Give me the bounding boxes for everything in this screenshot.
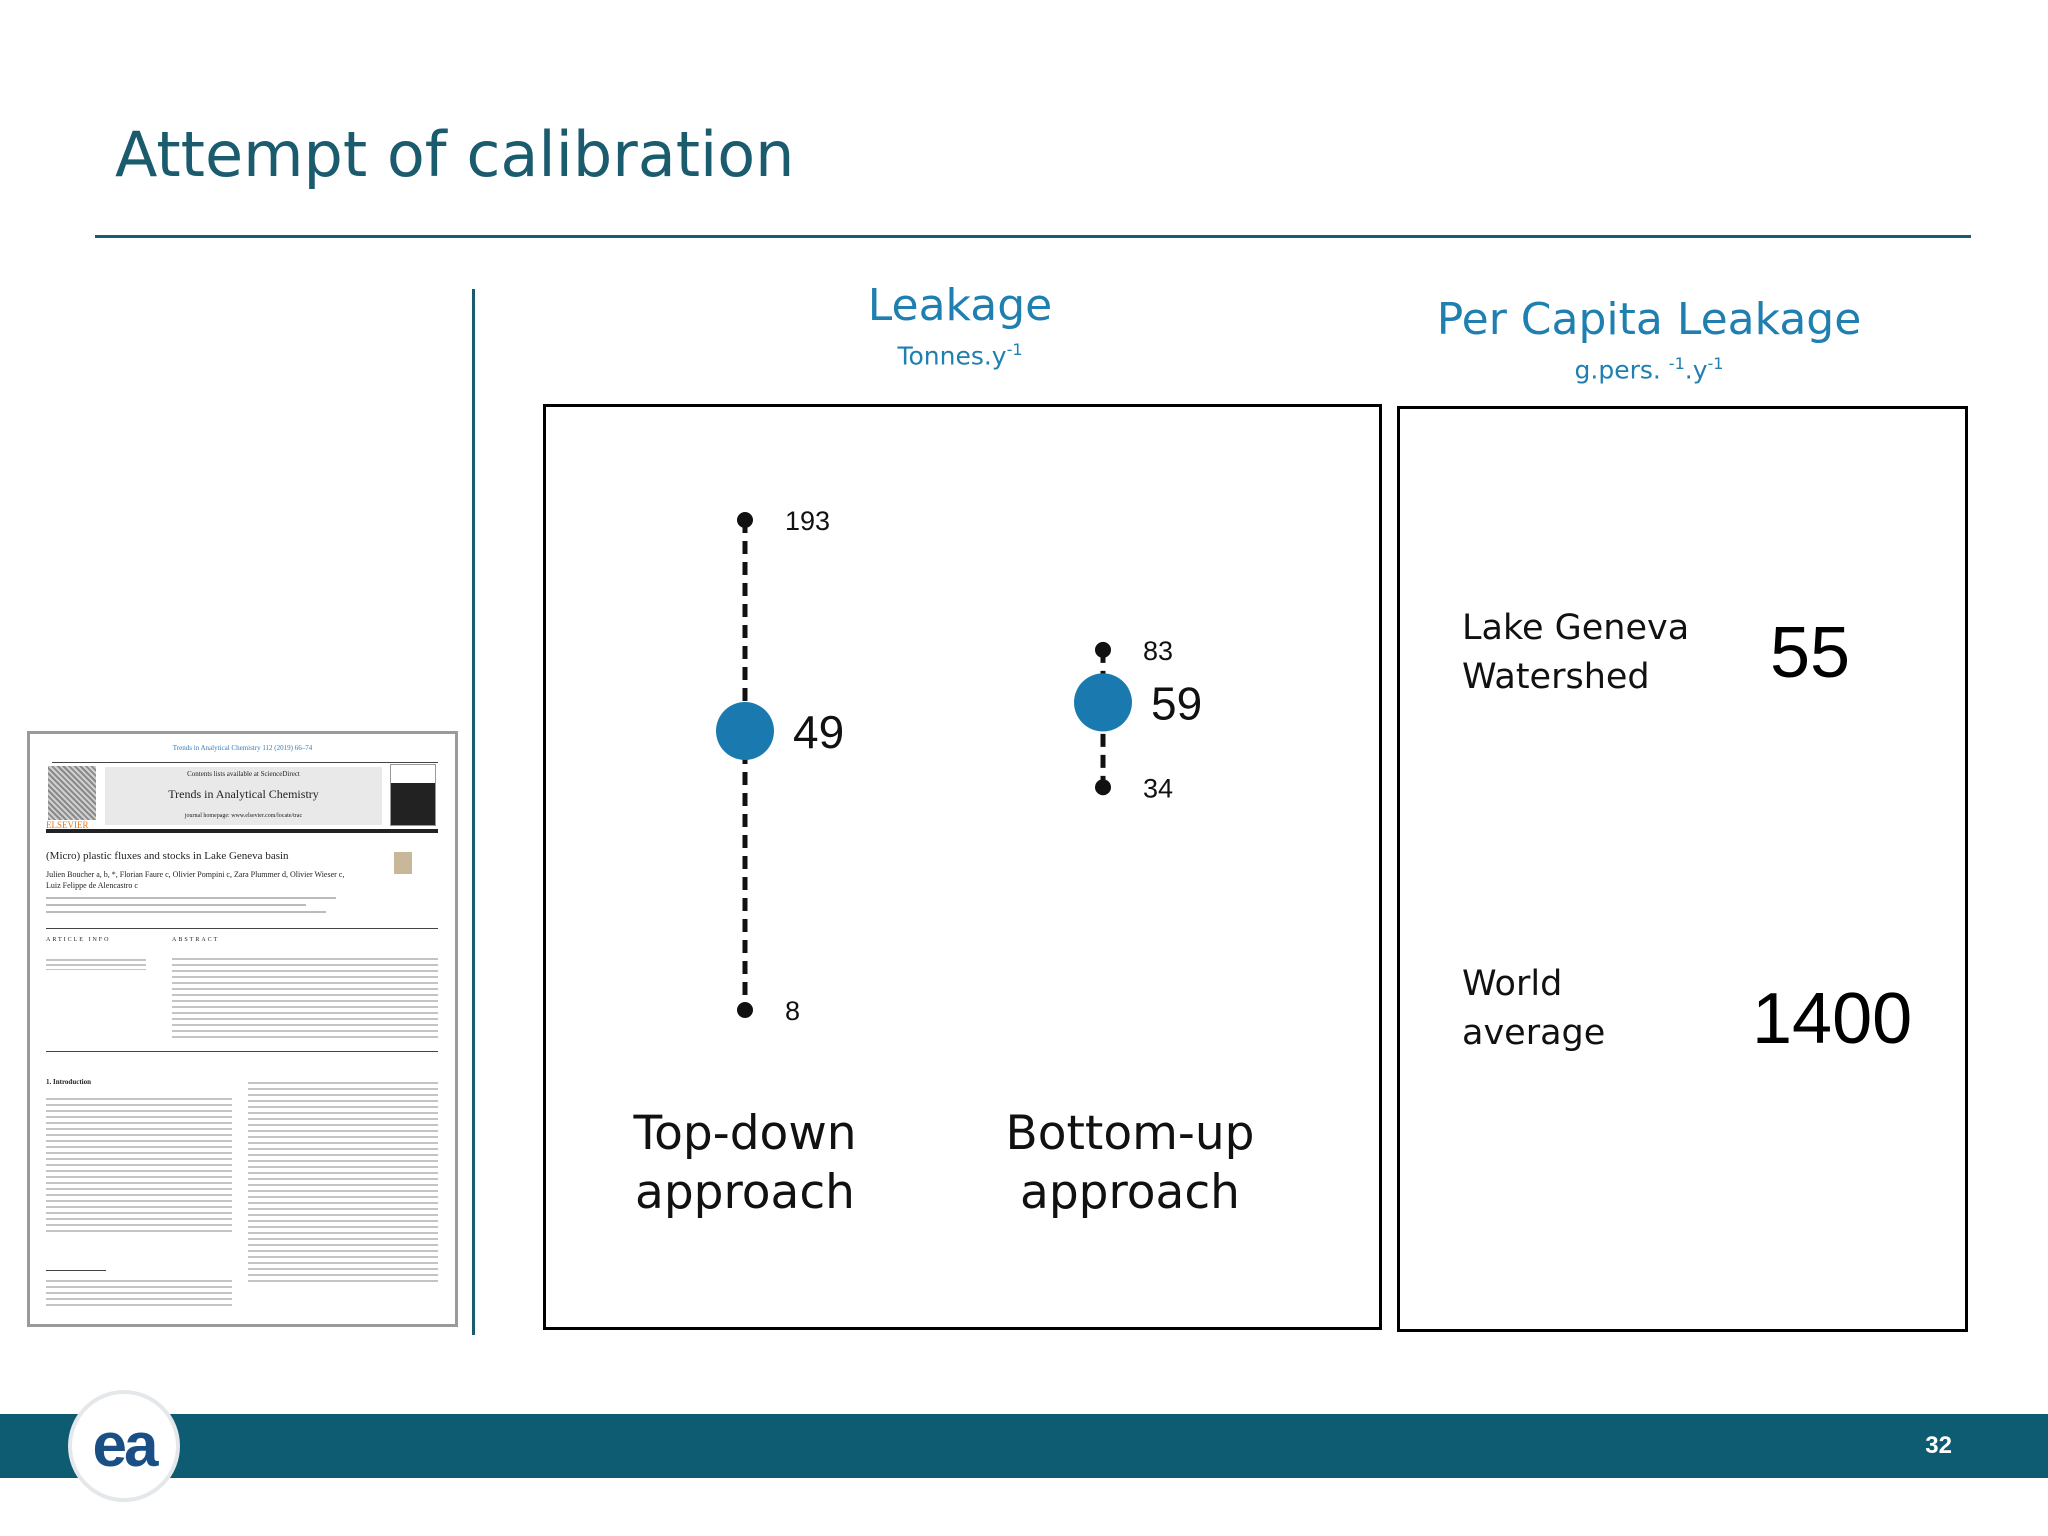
paper-column-right bbox=[248, 1078, 438, 1284]
paper-rule bbox=[46, 1051, 438, 1052]
per-capita-unit-base: g.pers. bbox=[1574, 355, 1669, 385]
paper-contents-line: Contents lists available at ScienceDirec… bbox=[187, 770, 300, 778]
page-number: 32 bbox=[1925, 1432, 1952, 1459]
per-capita-header: Per Capita Leakage g.pers. -1.y-1 bbox=[1397, 294, 1901, 385]
paper-text-line bbox=[46, 911, 326, 913]
paper-article-title: (Micro) plastic fluxes and stocks in Lak… bbox=[46, 850, 289, 862]
paper-article-info: ARTICLE INFO bbox=[46, 937, 111, 943]
ea-logo: ea bbox=[68, 1390, 180, 1502]
paper-footnote-rule bbox=[46, 1270, 106, 1271]
title-divider bbox=[95, 235, 1971, 238]
paper-authors-line2: Luiz Felippe de Alencastro c bbox=[46, 881, 138, 890]
slide-title: Attempt of calibration bbox=[115, 118, 795, 191]
series-1-central-label: 49 bbox=[793, 706, 844, 758]
paper-text-line bbox=[46, 897, 336, 899]
per-capita-unit-sup1: -1 bbox=[1668, 354, 1685, 374]
per-capita-unit-sup2: -1 bbox=[1707, 354, 1724, 374]
paper-journal-name: Trends in Analytical Chemistry bbox=[168, 787, 319, 801]
world-average-label: World average bbox=[1462, 960, 1605, 1058]
crossmark-icon bbox=[394, 852, 412, 874]
paper-rule bbox=[52, 762, 438, 763]
paper-rule bbox=[46, 928, 438, 929]
paper-publisher: ELSEVIER bbox=[46, 820, 89, 830]
lake-geneva-label: Lake Geneva Watershed bbox=[1462, 604, 1689, 702]
lake-geneva-value: 55 bbox=[1770, 613, 1851, 693]
per-capita-box bbox=[1397, 406, 1968, 1332]
series-1-min-label: 8 bbox=[785, 996, 800, 1026]
series-2-max-label: 83 bbox=[1143, 636, 1173, 666]
paper-footnote-text bbox=[46, 1276, 232, 1310]
per-capita-unit: g.pers. -1.y-1 bbox=[1397, 354, 1901, 384]
paper-homepage: journal homepage: www.elsevier.com/locat… bbox=[184, 813, 303, 819]
series-2-central-point bbox=[1074, 673, 1132, 732]
journal-cover-icon bbox=[390, 764, 436, 826]
per-capita-title: Per Capita Leakage bbox=[1436, 294, 1862, 345]
leakage-unit-sup: -1 bbox=[1006, 340, 1023, 360]
leakage-title: Leakage bbox=[867, 280, 1053, 331]
bottom-up-label: Bottom-up approach bbox=[1005, 1106, 1255, 1220]
footer-bar bbox=[0, 1414, 2048, 1478]
world-average-value: 1400 bbox=[1752, 979, 1913, 1059]
lake-geneva-label-line2: Watershed bbox=[1462, 657, 1650, 697]
world-average-label-line1: World bbox=[1462, 964, 1563, 1004]
series-1-central-point bbox=[716, 702, 774, 761]
leakage-header: Leakage Tonnes.y-1 bbox=[545, 280, 1375, 371]
per-capita-unit-mid: .y bbox=[1684, 355, 1708, 385]
vertical-divider bbox=[472, 289, 475, 1335]
series-2-min-point bbox=[1095, 779, 1111, 796]
series-1-max-label: 193 bbox=[785, 506, 830, 536]
paper-thumbnail: Trends in Analytical Chemistry 112 (2019… bbox=[27, 731, 458, 1327]
paper-journal-banner bbox=[105, 767, 382, 825]
paper-authors-line1: Julien Boucher a, b, *, Florian Faure c,… bbox=[46, 870, 345, 879]
paper-text-line bbox=[46, 904, 306, 906]
paper-abstract-heading: ABSTRACT bbox=[172, 937, 220, 943]
top-down-label: Top-down approach bbox=[633, 1106, 857, 1220]
series-2-max-point bbox=[1095, 641, 1111, 658]
series-2-min-label: 34 bbox=[1143, 773, 1173, 803]
leakage-chart: 193 8 49 83 34 59 bbox=[716, 506, 1202, 1026]
leakage-chart-box bbox=[543, 404, 1382, 1330]
paper-info-text bbox=[46, 956, 146, 970]
series-2-central-label: 59 bbox=[1151, 677, 1202, 729]
paper-abstract-text bbox=[172, 954, 438, 1042]
leakage-unit-base: Tonnes.y bbox=[897, 341, 1007, 371]
paper-journal-header: Trends in Analytical Chemistry 112 (2019… bbox=[172, 744, 313, 752]
lake-geneva-label-line1: Lake Geneva bbox=[1462, 608, 1690, 648]
paper-heavy-rule bbox=[46, 829, 438, 833]
paper-section-heading: 1. Introduction bbox=[46, 1078, 91, 1086]
paper-column-left bbox=[46, 1094, 232, 1234]
leakage-unit: Tonnes.y-1 bbox=[545, 340, 1375, 370]
world-average-label-line2: average bbox=[1462, 1013, 1606, 1053]
series-1-max-point bbox=[737, 512, 753, 528]
ea-logo-text: ea bbox=[92, 1411, 159, 1480]
series-1-min-point bbox=[737, 1002, 753, 1018]
elsevier-tree-icon bbox=[48, 766, 96, 820]
